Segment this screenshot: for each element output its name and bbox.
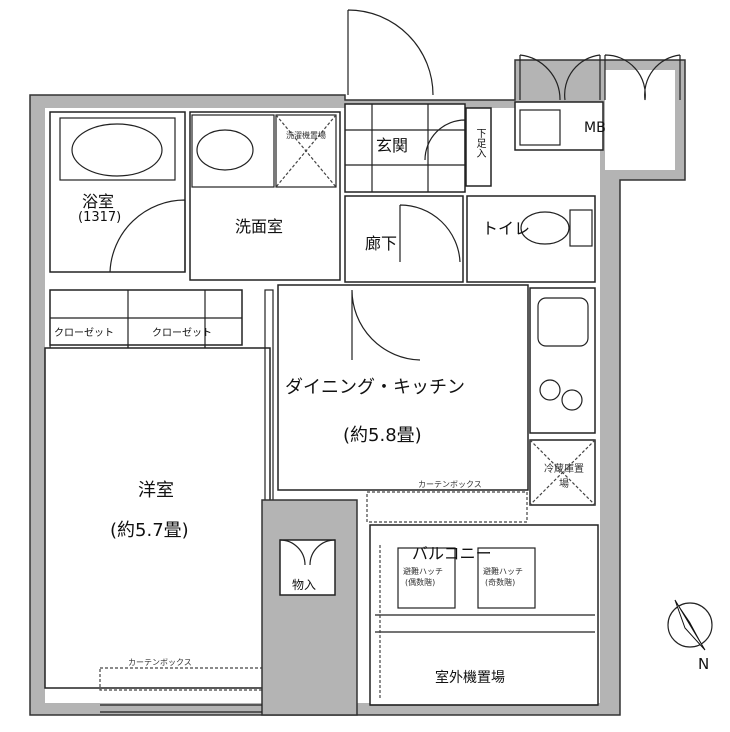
curtain-box-label-2: カーテンボックス — [128, 658, 192, 667]
washroom-label: 洗面室 — [235, 217, 284, 236]
shoe-cabinet-label: 下足入 — [474, 128, 485, 158]
hatch-odd-floors: (奇数階) — [485, 578, 516, 587]
hallway — [344, 195, 464, 283]
laundry-space — [275, 114, 337, 188]
western-room — [44, 347, 271, 689]
hatch-even — [397, 547, 456, 609]
bath — [49, 111, 186, 273]
ac-unit-label: 室外機置場 — [435, 670, 505, 686]
storage — [279, 539, 336, 596]
toilet-label: トイレ — [482, 219, 531, 238]
kitchen-counter — [529, 287, 596, 434]
storage-label: 物入 — [292, 578, 317, 592]
bath-label: 浴室 — [82, 192, 115, 211]
western-room-size: (約5.7畳) — [110, 520, 189, 541]
hatch-even-label: 避難ハッチ — [403, 567, 443, 576]
western-room-label: 洋室 — [138, 480, 174, 501]
hallway-label: 廊下 — [365, 234, 398, 253]
dining-kitchen-label: ダイニング・キッチン — [285, 377, 465, 398]
laundry-label: 洗濯機置場 — [286, 131, 326, 140]
dining-kitchen-size: (約5.8畳) — [343, 425, 422, 446]
north-label: N — [698, 655, 710, 673]
fridge-label: 冷蔵庫置場 — [544, 464, 584, 490]
toilet — [466, 195, 596, 283]
closet-label-2: クローゼット — [152, 328, 212, 339]
entry-door — [347, 9, 434, 96]
mb-doors — [519, 54, 681, 101]
hatch-odd — [477, 547, 536, 609]
entrance-label: 玄関 — [376, 136, 409, 155]
hatch-even-floors: (偶数階) — [405, 578, 436, 587]
mb-label: MB — [584, 120, 606, 136]
bath-code: (1317) — [78, 210, 122, 225]
shoe-cabinet — [465, 107, 492, 187]
closet-label-1: クローゼット — [54, 328, 114, 339]
dining-kitchen — [277, 284, 529, 491]
curtain-box-label-1: カーテンボックス — [418, 480, 482, 489]
balcony-label: バルコニー — [412, 544, 492, 563]
hatch-odd-label: 避難ハッチ — [483, 567, 523, 576]
